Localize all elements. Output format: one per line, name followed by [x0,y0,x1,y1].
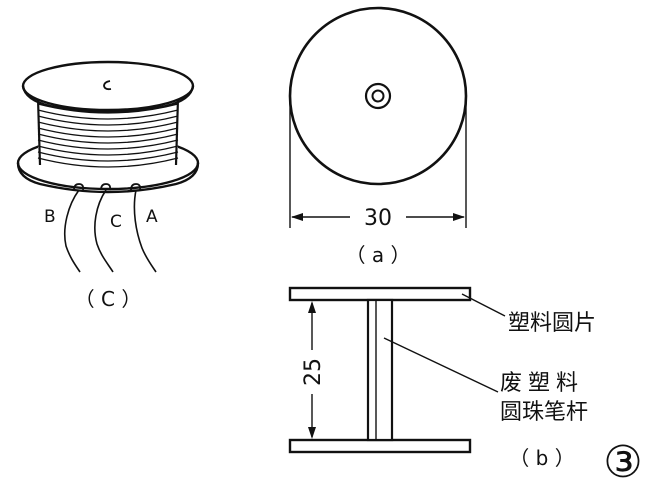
lead-label-c: C [110,212,122,232]
dimension-30: 30 [364,206,392,231]
leader-disc [461,293,506,317]
view-c-coil [16,60,200,273]
coil-left-edge [36,97,42,166]
terminal-hook-c [100,183,112,191]
caption-view-a: （ a ） [346,243,411,267]
lead-wire-a [133,189,157,273]
leader-rod [383,337,499,393]
caption-view-c: （ C ） [75,287,142,311]
dim-arrow-left [291,213,303,221]
terminal-hook-b [73,183,85,191]
disc-center-hole-inner [371,89,385,103]
lead-wire-b [63,189,81,273]
caption-view-b: （ b ） [509,446,574,470]
disc-center-hole-outer [364,82,392,110]
coil-windings [37,103,179,168]
lead-wire-c [94,189,114,273]
label-pen-rod-line1: 废塑料 [500,371,584,396]
bottom-plate [288,438,472,454]
dimension-25: 25 [301,358,326,386]
label-pen-rod-line2: 圆珠笔杆 [500,400,588,425]
disc-outline [288,6,468,186]
lead-label-b: B [44,207,56,227]
view-b-section [288,286,506,454]
terminal-hook-a [130,183,142,191]
dim-arrow-down [308,427,316,439]
top-flange-rim [21,85,195,114]
view-a-disc [288,6,468,228]
top-flange [21,60,195,112]
top-plate [288,286,472,302]
dim-arrow-up [308,301,316,313]
label-plastic-disc: 塑料圆片 [508,311,596,336]
figure-number: ③ [603,437,642,487]
bottom-flange-rim [16,162,200,194]
coil-right-edge [174,97,180,166]
top-flange-hole [103,80,112,91]
lead-label-a: A [146,207,158,227]
dim-arrow-right [453,213,465,221]
center-rod [366,298,394,442]
